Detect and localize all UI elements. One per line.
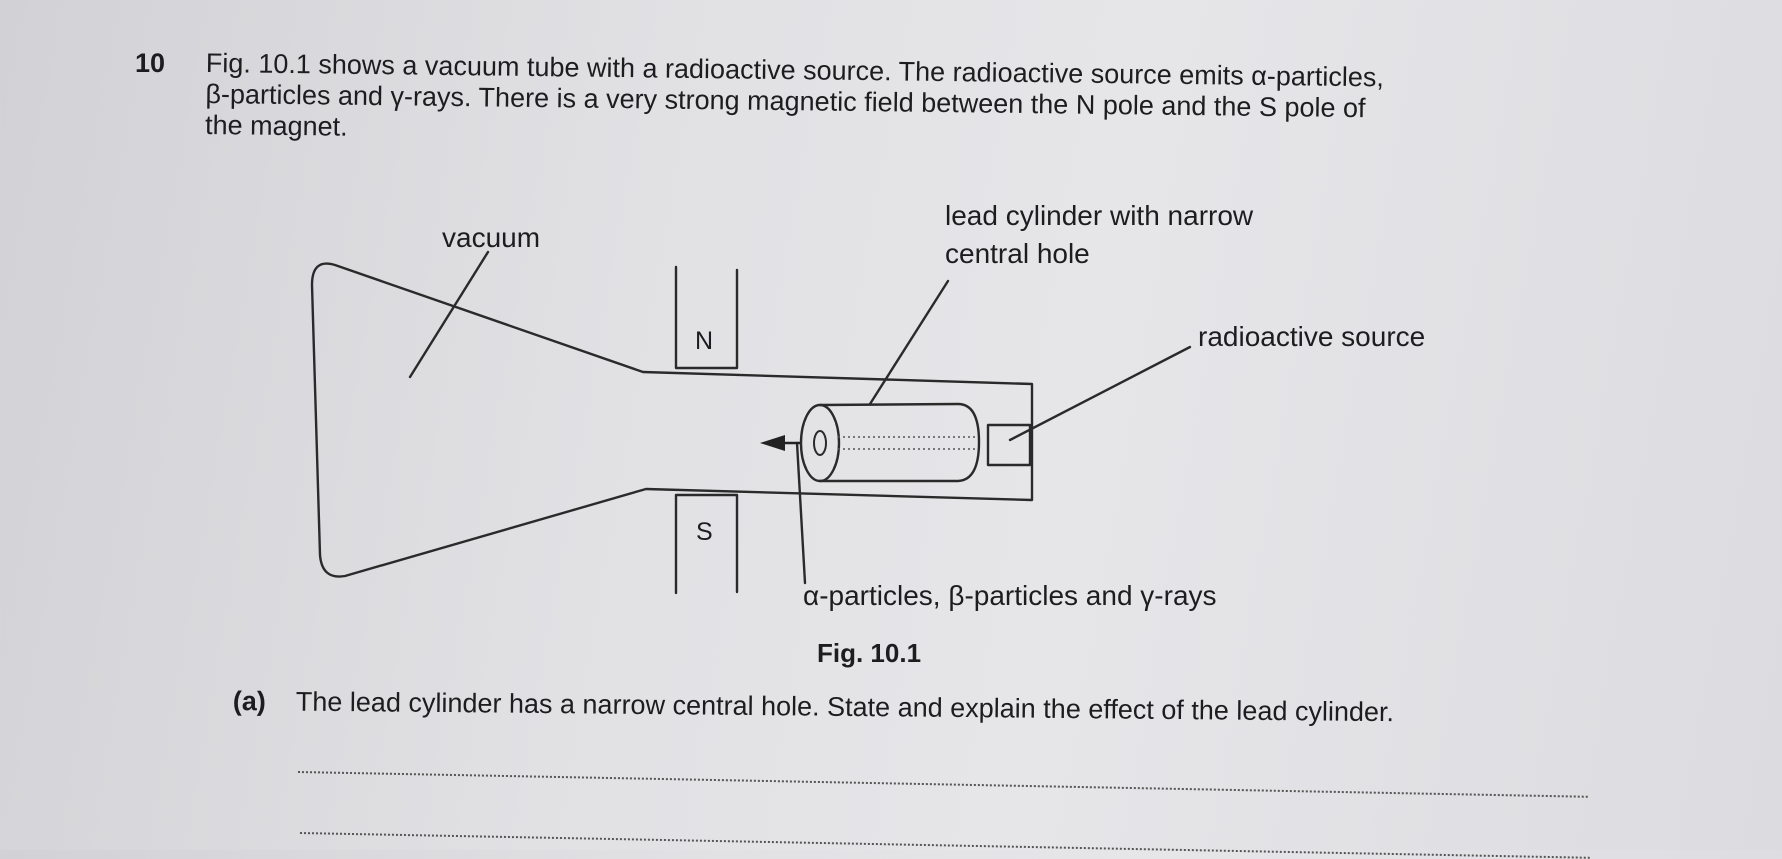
- part-a-label: (a): [232, 686, 266, 717]
- lead-cylinder-label-line-1: lead cylinder with narrow: [945, 200, 1254, 231]
- radioactive-source-box: [986, 423, 1032, 467]
- vacuum-leader-line: [408, 250, 490, 379]
- lead-cylinder-label-line-2: central hole: [945, 238, 1090, 269]
- vacuum-label: vacuum: [442, 222, 541, 253]
- lead-cylinder-hole: [813, 430, 827, 456]
- radioactive-source-label: radioactive source: [1198, 321, 1426, 352]
- emissions-label: α-particles, β-particles and γ-rays: [803, 580, 1217, 611]
- emissions-leader-line: [795, 441, 807, 585]
- question-number: 10: [135, 48, 166, 78]
- source-leader-line: [1008, 345, 1192, 442]
- north-magnet-pole: [674, 265, 739, 370]
- lead-cylinder-end: [799, 403, 841, 483]
- south-pole-label: S: [696, 518, 713, 546]
- tube-outline: [310, 262, 1034, 578]
- emission-arrow: [760, 435, 800, 451]
- north-pole-label: N: [695, 327, 714, 355]
- lead-cylinder-leader-line: [868, 279, 950, 406]
- figure-caption: Fig. 10.1: [817, 638, 922, 668]
- lead-cylinder: [818, 402, 981, 483]
- south-magnet-pole: [674, 493, 739, 595]
